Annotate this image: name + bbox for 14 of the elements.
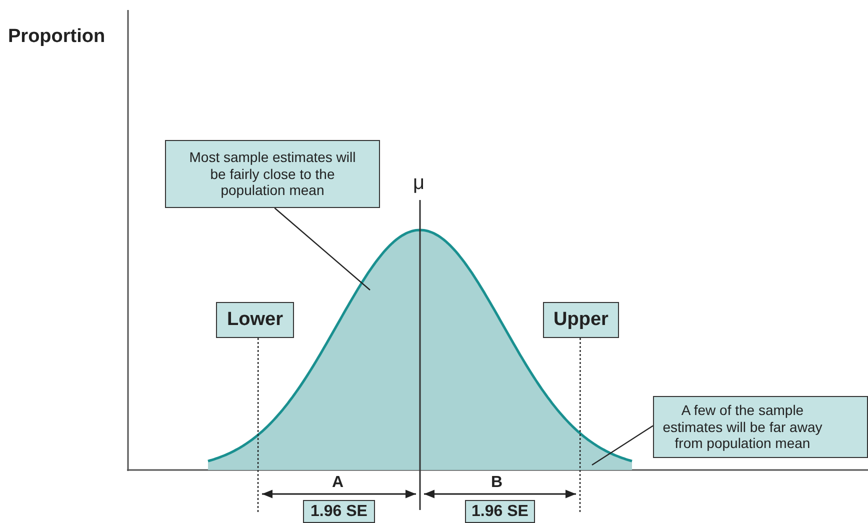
bound-label-box: Upper bbox=[543, 302, 619, 338]
value-box: 1.96 SE bbox=[303, 500, 375, 523]
dotted-line bbox=[579, 338, 581, 512]
leader-line bbox=[592, 425, 654, 466]
callout-box: A few of the sample estimates will be far away from population mean bbox=[653, 396, 868, 458]
value-box: 1.96 SE bbox=[465, 500, 535, 523]
leader-line bbox=[274, 208, 370, 290]
dotted-line bbox=[257, 338, 259, 512]
segment-label: A bbox=[332, 474, 344, 492]
callout-box: Most sample estimates will be fairly close to the population mean bbox=[165, 140, 380, 208]
segment-label: B bbox=[491, 474, 503, 492]
bound-label-box: Lower bbox=[216, 302, 294, 338]
axis-title: Proportion bbox=[8, 26, 106, 48]
mean-symbol: μ bbox=[413, 172, 425, 195]
